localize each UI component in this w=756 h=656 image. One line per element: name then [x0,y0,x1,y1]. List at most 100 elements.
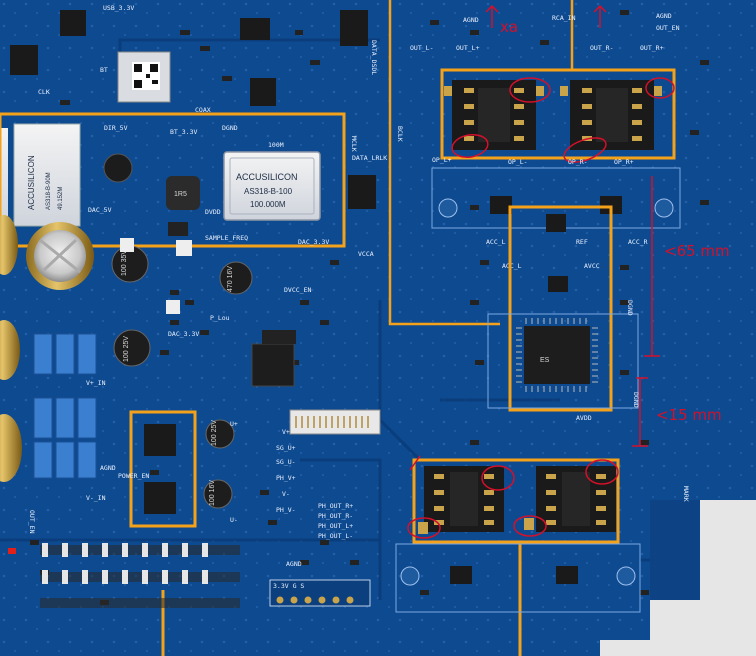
cap-c2-label: 100 25V [123,336,130,362]
silk-header-pins: 3.3V G S [273,582,304,590]
osc-main-freq: 100.000M [250,200,286,209]
silk-ph-out-l-minus: PH_OUT_L- [318,532,353,540]
header-pins [276,596,354,604]
silk-dac-5v: DAC_5V [88,206,112,214]
silk-agnd: AGND [100,464,116,472]
clock-section: ACCUSILICON AS318-B-90M 49.152M ACCUSILI… [0,123,321,242]
silk-op-r-minus: OP_R- [568,158,588,166]
bottom-resistor-pads [42,543,208,584]
headphone-opamp-sockets [418,466,616,534]
silk-dvcc-en: DVCC_EN [284,286,311,294]
silk-ph-v-plus: PH_V+ [276,474,296,482]
silk-op-l-minus: OP_L- [508,158,528,166]
silk-dac-3v3: DAC_3.3V [298,238,329,246]
silk-ref: REF [576,238,588,246]
silk-sg-u-plus: SG_U+ [276,444,296,452]
silk-out-r-minus: OUT_R- [590,44,613,52]
silk-data-lrlk: DATA_LRLK [352,154,387,162]
silk-v-minus: V- [282,490,290,498]
silk-agnd-bottom: AGND [286,560,302,568]
silk-power-en: POWER_EN [118,472,149,480]
svg-text:ES: ES [540,357,550,364]
annotation-dist-top: <65 mm [664,242,730,260]
silk-dgnd-lower: DGND [632,392,640,408]
cap-c1-label: 100 35V [121,250,128,276]
silk-out-r-plus: OUT_R+ [640,44,664,52]
output-opamp-sockets [444,80,662,150]
handwritten-circles-top [451,77,675,163]
left-power-area: 100 35V 100 25V 470 16V 100 25V 100 16V [0,215,253,509]
silk-bt: BT [100,66,108,74]
sub-board-bottom [395,543,641,613]
silk-100m: 100M [268,141,284,149]
silk-ph-out-l-plus: PH_OUT_L+ [318,522,353,530]
silk-rca-in: RCA_IN [552,14,576,22]
regulator-section [144,424,176,514]
handwritten-circles-bottom [407,455,619,539]
silk-dgnd-right: DGND [626,300,634,316]
cap-c4-label: 100 25V [211,420,218,446]
silk-v-plus: V+ [282,428,290,436]
silk-avdd: AVDD [576,414,592,422]
silk-out-l-plus: OUT_L+ [456,44,480,52]
board-edge-step [650,500,700,600]
highlight-regulator-section [129,410,197,528]
silk-agnd-top: AGND [463,16,479,24]
osc-main-part: AS318-B-100 [244,187,293,196]
annotation-rca-marker: xa [500,18,518,36]
silk-dac-3v3-low: DAC_3.3V [168,330,199,338]
silk-v-minus-in: V-_IN [86,494,106,502]
top-left-ics [10,10,368,106]
dac-chip: ES [516,318,598,392]
silk-op-r-plus: OP_R+ [614,158,634,166]
silk-sample-freq: SAMPLE_FREQ [205,234,248,242]
silk-bt-3v3: BT_3.3V [170,128,197,136]
silk-op-l-plus: OP_L+ [432,156,452,164]
osc-main-brand: ACCUSILICON [236,172,298,182]
opamp-area-outline [388,0,500,326]
silk-mark: MARK [682,486,690,502]
highlight-headphone-opamps [412,458,620,544]
silk-data-dsdl: DATA_DSDL [370,40,378,75]
cap-c3-label: 470 16V [227,266,234,292]
osc-side-part: AS318-B-90M [46,172,52,210]
silk-p-low: P_Lou [210,314,230,322]
silk-vcca: VCCA [358,250,374,258]
silk-dgnd: DGND [222,124,238,132]
silk-out-en-left: OUT_EN [28,510,36,534]
silk-coax: COAX [195,106,211,114]
highlight-dac-section [508,205,613,412]
bottom-resistor-rows [40,545,240,608]
silk-acc-l-inner: ACC_L [502,262,522,270]
osc-side-brand: ACCUSILICON [27,155,36,210]
silk-usb-3v3: USB_3.3V [103,4,134,12]
silk-agnd-right: AGND [656,12,672,20]
silk-mclk: MCLK [350,136,358,152]
fpc-connector [289,409,381,435]
clock-buffer-ic [348,175,376,209]
sub-board-bottom-parts [400,566,636,586]
inductor-label: 1R5 [174,191,187,198]
silk-acc-r: ACC_R [628,238,648,246]
silk-bclk: BCLK [396,126,404,142]
fpc-pins [295,416,369,428]
red-led [8,548,16,554]
silk-u-plus: U+ [230,420,238,428]
handwritten-arrows-top [485,4,607,28]
sub-board-mid [487,313,639,409]
controller-ic [251,330,296,387]
silk-acc-l: ACC_L [486,238,506,246]
annotation-dist-bottom: <15 mm [656,406,722,424]
silk-clk: CLK [38,88,50,96]
sub-board-top-parts [438,196,674,232]
silk-ph-v-minus: PH_V- [276,506,296,514]
silk-v-plus-in: V+_IN [86,379,106,387]
silk-dir-5v: DIR_5V [104,124,128,132]
silk-ph-out-r-plus: PH_OUT_R+ [318,502,353,510]
silk-ph-out-r-minus: PH_OUT_R- [318,512,353,520]
silk-out-l-minus: OUT_L- [410,44,433,52]
silk-u-minus: U- [230,516,238,524]
silk-out-en: OUT_EN [656,24,680,32]
silk-dvdd: DVDD [205,208,221,216]
